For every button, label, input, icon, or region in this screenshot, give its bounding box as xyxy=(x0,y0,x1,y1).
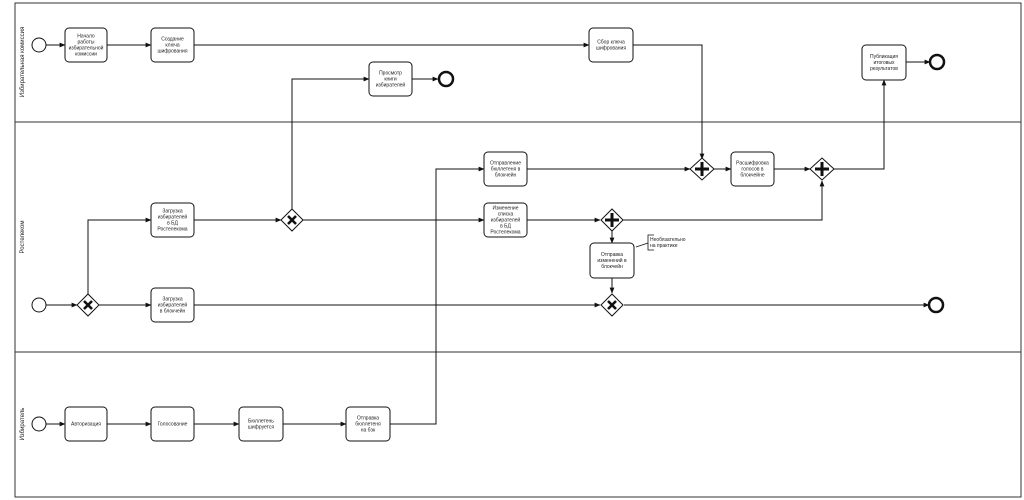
sequence-flows xyxy=(46,42,931,427)
flow xyxy=(834,79,887,170)
flow xyxy=(291,76,370,209)
lane-label-rostelecom: Ростелеком xyxy=(20,221,26,254)
task-label: Авторизация xyxy=(71,422,101,428)
start-event-rostelecom xyxy=(31,297,47,313)
end-event-view-book xyxy=(437,70,455,88)
flow xyxy=(87,217,152,294)
start-event-commission xyxy=(31,37,47,53)
exclusive-gateway xyxy=(600,293,624,317)
lane-rostelecom: Ростелеком xyxy=(20,221,26,254)
lane-label-voter: Избиратель xyxy=(20,408,26,441)
task-vote: Голосование xyxy=(150,406,195,442)
end-event-publish xyxy=(928,53,946,71)
flow xyxy=(390,166,485,425)
flow xyxy=(623,180,825,221)
parallel-gateway xyxy=(689,157,715,181)
parallel-gateway xyxy=(809,157,835,181)
lane-label-commission: Избирательная комиссия xyxy=(20,27,26,97)
lane-commission: Избирательная комиссия xyxy=(20,27,26,97)
parallel-gateway xyxy=(600,208,624,232)
exclusive-gateway xyxy=(76,293,100,317)
lane-voter: Избиратель xyxy=(20,408,26,441)
end-event-rostelecom xyxy=(927,296,945,314)
exclusive-gateway xyxy=(280,208,304,232)
flow xyxy=(633,44,705,160)
task-auth: Авторизация xyxy=(64,406,108,442)
start-event-voter xyxy=(31,416,47,432)
task-label: Голосование xyxy=(158,422,188,428)
